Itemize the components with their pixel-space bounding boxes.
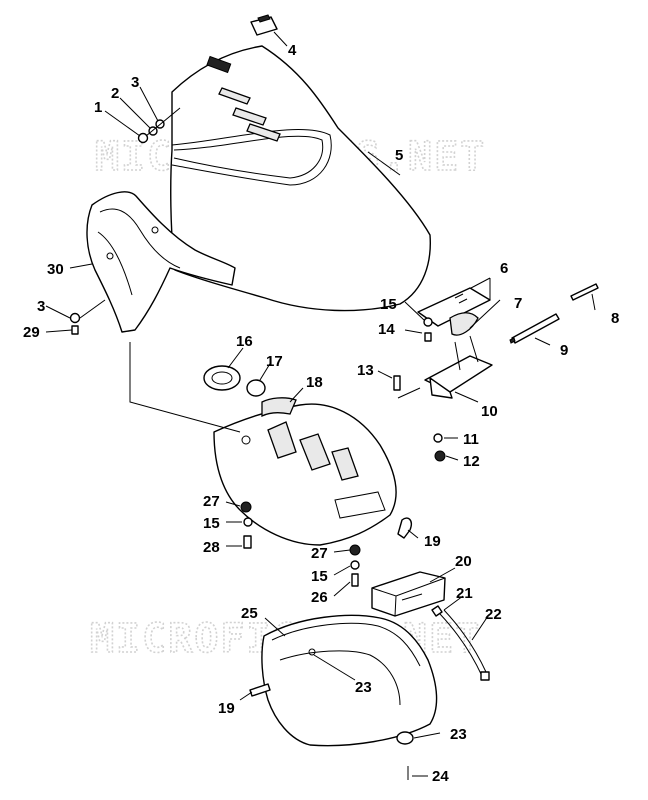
callout-15-right: 15 <box>311 568 328 585</box>
callout-7: 7 <box>514 295 522 312</box>
seat-latch <box>250 14 278 36</box>
callout-23-upper: 23 <box>355 679 372 696</box>
seat-fasteners <box>137 107 181 144</box>
bracket-fasteners <box>423 317 433 342</box>
callout-20: 20 <box>455 553 472 570</box>
bolt-13 <box>393 375 401 391</box>
callout-4: 4 <box>288 42 297 59</box>
fuel-cap-assembly <box>203 365 266 397</box>
callout-14: 14 <box>378 321 395 338</box>
drain-hose <box>431 605 490 681</box>
storage-tray <box>261 614 438 747</box>
callout-17: 17 <box>266 353 283 370</box>
left-fasteners <box>69 299 106 335</box>
storage-shroud <box>213 397 397 546</box>
callout-5: 5 <box>395 147 403 164</box>
callout-27-left: 27 <box>203 493 220 510</box>
leader-lines <box>45 31 596 777</box>
callout-25: 25 <box>241 605 258 622</box>
callout-23-lower: 23 <box>450 726 467 743</box>
callout-2: 2 <box>111 85 119 102</box>
callout-3-top: 3 <box>131 74 139 91</box>
callout-22: 22 <box>485 606 502 623</box>
callout-24: 24 <box>432 768 449 785</box>
callout-3-left: 3 <box>37 298 45 315</box>
clip-19-lower <box>249 683 271 697</box>
seat <box>170 45 431 312</box>
callout-15-bracket: 15 <box>380 296 397 313</box>
callout-labels: 1 2 3 4 5 6 7 8 9 10 11 12 13 14 15 16 1… <box>23 42 619 785</box>
callout-10: 10 <box>481 403 498 420</box>
callout-16: 16 <box>236 333 253 350</box>
callout-28: 28 <box>203 539 220 556</box>
callout-26: 26 <box>311 589 328 606</box>
clip-19 <box>397 517 412 539</box>
callout-13: 13 <box>357 362 374 379</box>
callout-6: 6 <box>500 260 508 277</box>
callout-19-upper: 19 <box>424 533 441 550</box>
callout-8: 8 <box>611 310 619 327</box>
callout-12: 12 <box>463 453 480 470</box>
callout-9: 9 <box>560 342 568 359</box>
callout-11: 11 <box>463 431 479 448</box>
callout-21: 21 <box>456 585 473 602</box>
rods <box>509 283 599 344</box>
shroud-fasteners-right <box>349 544 361 587</box>
shroud-fasteners-left <box>240 501 253 549</box>
mounting-bracket-assembly <box>397 287 493 462</box>
callout-27-right: 27 <box>311 545 328 562</box>
callout-19-lower: 19 <box>218 700 235 717</box>
callout-18: 18 <box>306 374 323 391</box>
toolbox-20 <box>371 571 446 617</box>
callout-30: 30 <box>47 261 64 278</box>
callout-15-left: 15 <box>203 515 220 532</box>
callout-1: 1 <box>94 99 102 116</box>
splash-guard <box>86 191 236 333</box>
callout-29: 29 <box>23 324 40 341</box>
